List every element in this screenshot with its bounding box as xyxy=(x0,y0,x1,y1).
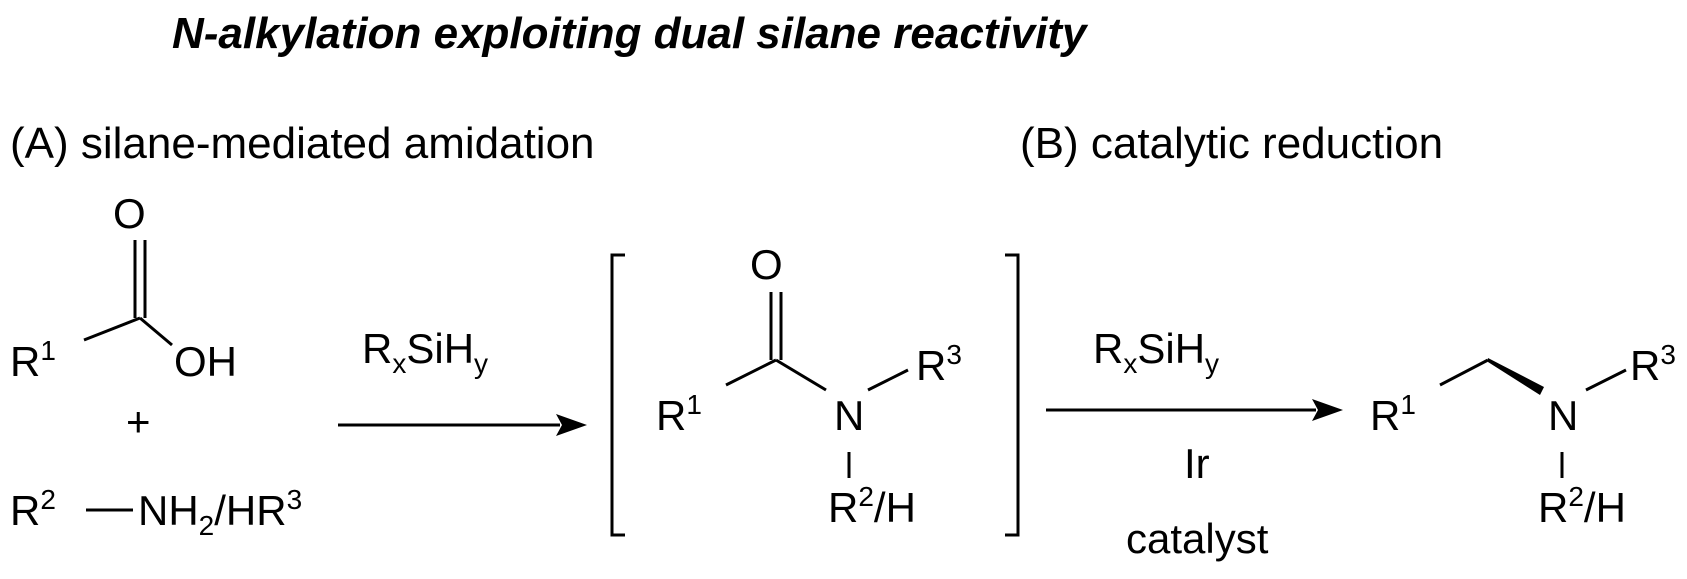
amine-r2-label: R2 xyxy=(10,484,56,534)
amide-nr3-bond xyxy=(867,368,909,392)
product-r1-bond xyxy=(1439,358,1489,387)
amide-r1-label: R1 xyxy=(656,389,702,439)
amide-n-label: N xyxy=(834,392,864,439)
amine-reagent: R2 NH2/HR3 xyxy=(10,484,302,541)
product-r2-label: R2/H xyxy=(1538,481,1626,531)
product-r1-label: R1 xyxy=(1370,389,1416,439)
reaction-arrow-1: RxSiHy xyxy=(338,325,587,436)
product-wedge-bond xyxy=(1488,358,1544,395)
amide-r1-bond xyxy=(725,358,777,387)
amide-cn-bond xyxy=(775,358,827,392)
acid-carbonyl-oxygen: O xyxy=(113,190,146,237)
amide-r2-label: R2/H xyxy=(828,481,916,531)
acid-oh-bond xyxy=(139,316,173,347)
amide-oxygen-label: O xyxy=(750,241,783,288)
arrow2-catalyst-word: catalyst xyxy=(1126,515,1269,562)
product-nr3-bond xyxy=(1585,368,1627,392)
arrow1-reagent: RxSiHy xyxy=(362,325,488,379)
acid-r1-bond xyxy=(83,316,141,342)
acid-r1-label: R1 xyxy=(10,335,56,385)
scheme-title: N-alkylation exploiting dual silane reac… xyxy=(172,9,1089,58)
arrow2-catalyst-metal: Ir xyxy=(1184,440,1210,487)
product-r3-label: R3 xyxy=(1630,339,1676,389)
amide-intermediate: O R1 N R3 R2/H xyxy=(656,241,962,531)
product-n-label: N xyxy=(1548,392,1578,439)
acid-oh-label: OH xyxy=(174,338,237,385)
section-b-heading: (B) catalytic reduction xyxy=(1020,119,1443,168)
amine-product: R1 N R3 R2/H xyxy=(1370,339,1676,531)
arrow1-head xyxy=(556,414,587,436)
amide-r3-label: R3 xyxy=(916,339,962,389)
amine-nh-label: NH2/HR3 xyxy=(138,484,302,541)
reaction-arrow-2: RxSiHy Ir catalyst xyxy=(1046,325,1343,562)
arrow2-head xyxy=(1312,399,1343,421)
arrow2-reagent: RxSiHy xyxy=(1093,325,1219,379)
left-bracket xyxy=(610,253,625,537)
carboxylic-acid: O R1 OH xyxy=(10,190,237,385)
section-a-heading: (A) silane-mediated amidation xyxy=(10,119,595,168)
right-bracket xyxy=(1005,253,1020,537)
plus-sign: + xyxy=(126,398,151,445)
